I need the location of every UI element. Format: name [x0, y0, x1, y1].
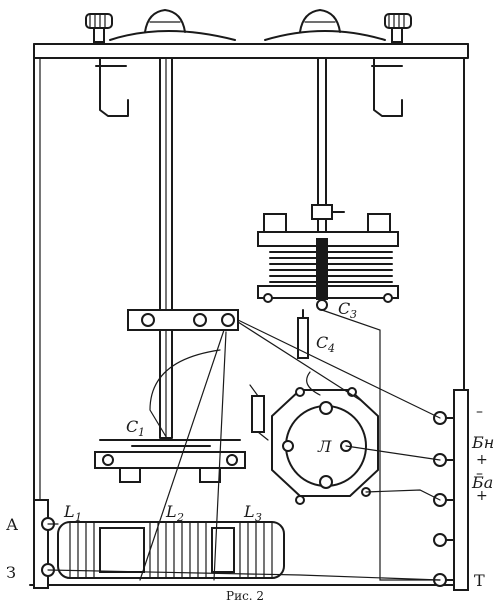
label-l2: L 2: [165, 502, 184, 524]
lower-clamp: [94, 439, 246, 483]
label-bn: Бн: [471, 433, 494, 452]
right-knob: [384, 13, 412, 43]
svg-text:L: L: [165, 502, 177, 521]
figure-caption: Рис. 2: [226, 589, 264, 603]
cabinet: [29, 43, 469, 586]
label-ba: Ба: [471, 473, 493, 492]
label-minus-top: –: [476, 404, 483, 420]
svg-text:3: 3: [350, 308, 357, 321]
svg-text:2: 2: [176, 511, 184, 524]
left-knob: [85, 13, 113, 43]
label-phones: Т: [474, 571, 485, 590]
label-l3: L 3: [243, 502, 262, 524]
capacitor-c4: [297, 309, 309, 359]
svg-text:1: 1: [138, 426, 145, 439]
label-ground: З: [6, 563, 16, 582]
label-plus-ba: +: [476, 488, 488, 504]
label-lamp: Л: [317, 437, 332, 456]
bracket-right: [371, 57, 403, 117]
coil-assembly: [57, 521, 285, 579]
tube-socket: [271, 387, 379, 505]
label-c1: C 1: [126, 417, 145, 439]
left-terminal-strip: [33, 499, 55, 589]
svg-text:4: 4: [327, 342, 335, 355]
terminal-strip: [433, 389, 469, 591]
label-c3: C 3: [338, 299, 357, 321]
label-l1: L 1: [63, 502, 82, 524]
svg-text:C: C: [338, 299, 350, 318]
left-shaft: [159, 57, 173, 439]
svg-text:3: 3: [255, 511, 262, 524]
svg-text:C: C: [316, 333, 328, 352]
label-plus-bn: +: [476, 452, 488, 468]
bracket-left: [95, 57, 129, 117]
label-antenna: А: [6, 515, 18, 534]
svg-text:C: C: [126, 417, 138, 436]
left-dial: [109, 9, 236, 41]
label-c4: C 4: [316, 333, 335, 355]
svg-text:L: L: [243, 502, 255, 521]
upper-clamp: [127, 309, 239, 331]
svg-text:L: L: [63, 502, 75, 521]
capacitor-c3: [257, 213, 399, 311]
right-dial: [264, 9, 386, 41]
wiring: [47, 309, 441, 581]
label-minus-ba: –: [476, 466, 483, 482]
right-shaft: [311, 57, 345, 239]
svg-text:1: 1: [75, 511, 82, 524]
grid-resistor: [251, 395, 265, 433]
